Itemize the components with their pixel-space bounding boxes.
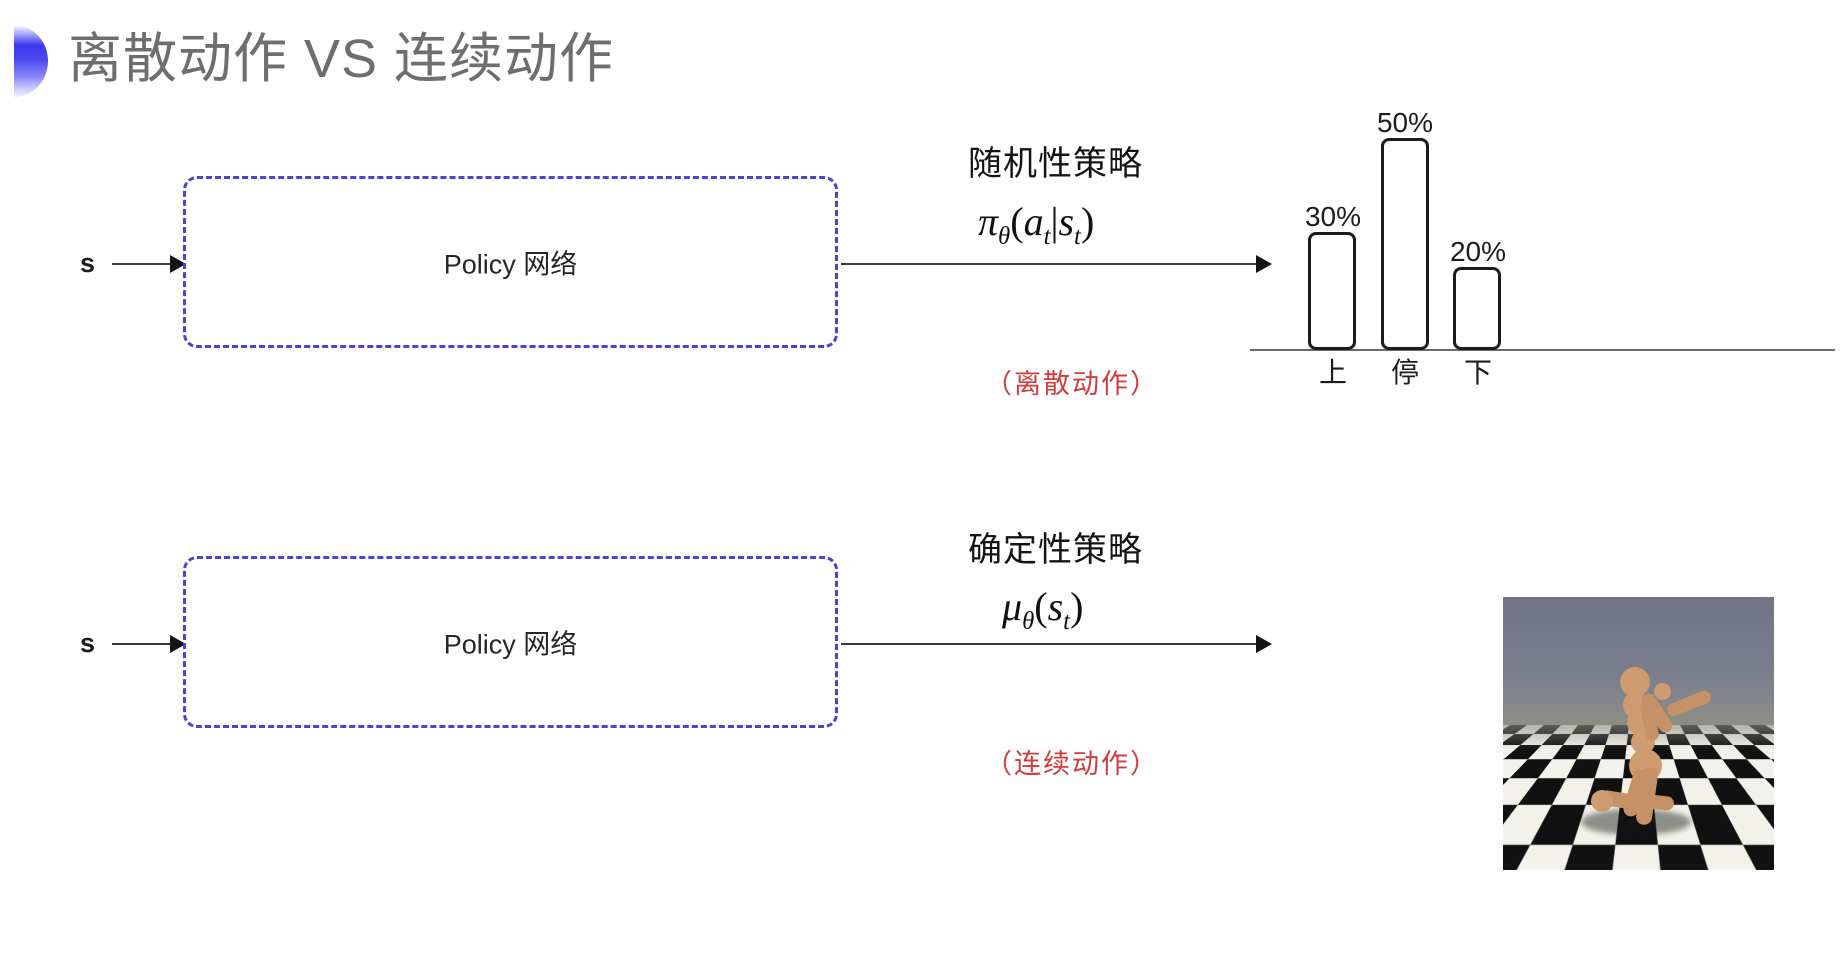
bar-value-label: 20% [1449, 236, 1507, 267]
formula-close-paren: ) [1070, 584, 1084, 629]
continuous-input-label: s [80, 628, 96, 658]
formula-arg-sub: t [1043, 223, 1051, 250]
formula-fn: μ [1002, 584, 1023, 629]
table-row [1381, 138, 1429, 350]
discrete-input-arrow-line [112, 263, 184, 265]
title-bullet-icon [14, 25, 48, 97]
formula-cond: s [1058, 199, 1075, 244]
discrete-policy-kind: 随机性策略 [968, 145, 1143, 183]
discrete-output-arrow-line [841, 263, 1265, 265]
bar-value-label: 50% [1376, 107, 1434, 138]
formula-open-paren: ( [1010, 199, 1024, 244]
bar-category-label: 下 [1463, 357, 1492, 388]
continuous-policy-formula: μθ(st) [1002, 583, 1083, 636]
discrete-policy-box[interactable]: Policy 网络 [183, 176, 838, 348]
arrow-right-icon [1256, 255, 1272, 273]
chart-baseline [1250, 349, 1835, 351]
formula-arg: s [1047, 584, 1064, 629]
continuous-policy-box[interactable]: Policy 网络 [183, 556, 838, 728]
bar-category-label: 上 [1318, 357, 1347, 388]
formula-arg: a [1023, 199, 1044, 244]
arrow-right-icon [1256, 635, 1272, 653]
arrow-right-icon [170, 255, 186, 273]
page-title: 离散动作 VS 连续动作 [68, 29, 615, 89]
bar-value-label: 30% [1304, 201, 1362, 232]
formula-fn: π [978, 199, 999, 244]
continuous-output-arrow-line [841, 643, 1265, 645]
discrete-policy-formula: πθ(at|st) [978, 198, 1094, 251]
formula-theta: θ [1022, 608, 1035, 635]
discrete-input-label: s [80, 248, 96, 278]
formula-close-paren: ) [1080, 199, 1095, 244]
formula-cond-sub: t [1074, 223, 1081, 250]
discrete-policy-box-label: Policy 网络 [443, 249, 578, 280]
continuous-policy-box-label: Policy 网络 [443, 629, 578, 660]
continuous-policy-kind: 确定性策略 [968, 531, 1143, 569]
continuous-input-arrow-line [112, 643, 184, 645]
formula-arg-sub: t [1063, 608, 1071, 635]
bar-category-label: 停 [1390, 357, 1419, 388]
arrow-right-icon [170, 635, 186, 653]
discrete-action-bar-chart: 30% 上 50% 停 20% 下 [1250, 95, 1835, 395]
discrete-action-note: （离散动作） [985, 369, 1159, 399]
continuous-action-note: （连续动作） [985, 749, 1159, 779]
formula-theta: θ [998, 223, 1011, 250]
humanoid-simulation-image [1503, 597, 1774, 870]
humanoid-knee-back [1591, 790, 1613, 812]
formula-bar: | [1050, 199, 1059, 244]
table-row [1453, 267, 1501, 350]
table-row [1308, 232, 1356, 350]
humanoid-hand-right [1654, 683, 1671, 700]
formula-open-paren: ( [1034, 584, 1048, 629]
